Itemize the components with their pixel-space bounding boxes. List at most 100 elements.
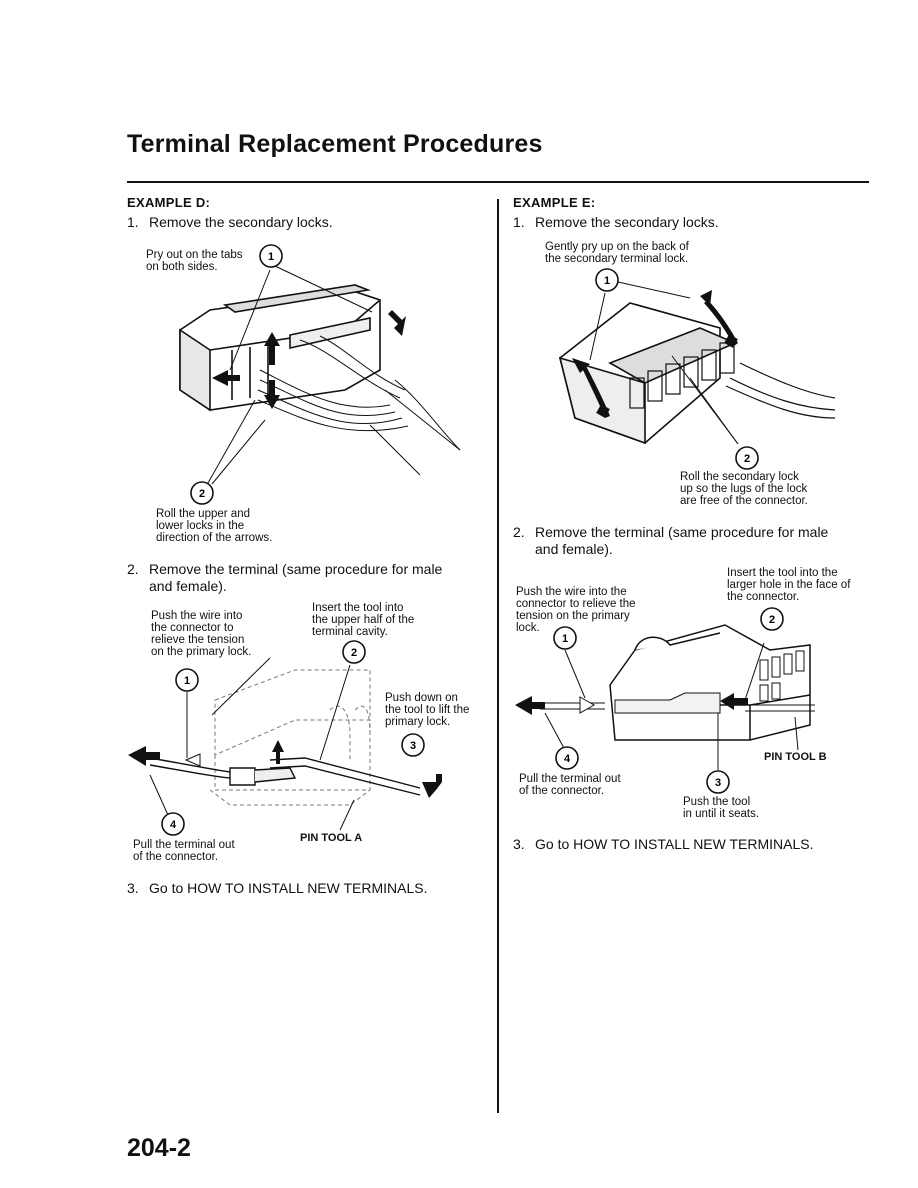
e-fig1-marker-2: 2 [735, 446, 759, 470]
caption-line: Gently pry up on the back of [545, 241, 689, 253]
caption-line: the upper half of the [312, 614, 415, 626]
e-fig2-callout-2: Insert the tool into the larger hole in … [727, 567, 850, 603]
d-fig2-callout-3: Push down on the tool to lift the primar… [385, 692, 469, 728]
page-title: Terminal Replacement Procedures [127, 130, 543, 158]
e-fig2-marker-2: 2 [760, 607, 784, 631]
step-number: 1. [513, 214, 525, 230]
caption-line: direction of the arrows. [156, 532, 273, 544]
d-fig2-marker-4: 4 [161, 812, 185, 836]
svg-text:4: 4 [564, 753, 571, 765]
d-fig2-marker-2: 2 [342, 640, 366, 664]
svg-text:3: 3 [410, 740, 416, 752]
caption-line: larger hole in the face of [727, 579, 851, 591]
svg-text:2: 2 [744, 453, 750, 465]
caption-line: Push the wire into the [516, 586, 627, 598]
caption-line: connector to relieve the [516, 598, 636, 610]
d-fig1-marker-1: 1 [259, 244, 283, 268]
caption-line: Push the wire into [151, 610, 243, 622]
caption-line: on both sides. [146, 261, 218, 273]
caption-line: the tool to lift the [385, 704, 470, 716]
e-fig1-connector-illustration: 1 2 [558, 268, 836, 470]
example-e-step-1: 1. Remove the secondary locks. [513, 214, 719, 231]
e-fig2-marker-4: 4 [555, 746, 579, 770]
svg-text:3: 3 [715, 777, 721, 789]
step-number: 2. [513, 524, 525, 540]
svg-text:2: 2 [769, 614, 775, 626]
d-fig1-callout-2: Roll the upper and lower locks in the di… [156, 508, 272, 544]
svg-text:1: 1 [604, 275, 610, 287]
example-e-heading: EXAMPLE E: [513, 195, 596, 210]
step-number: 2. [127, 561, 139, 577]
caption-line: Pull the terminal out [133, 839, 235, 851]
example-d-step-1: 1. Remove the secondary locks. [127, 214, 333, 231]
caption-line: Insert the tool into [312, 602, 404, 614]
example-e-step-2: 2. Remove the terminal (same procedure fo… [513, 524, 828, 558]
svg-text:2: 2 [199, 488, 205, 500]
step-text: and female). [149, 578, 227, 594]
e-fig2-marker-1: 1 [553, 626, 577, 650]
svg-text:1: 1 [268, 251, 274, 263]
svg-text:1: 1 [184, 675, 190, 687]
page-number: 204-2 [127, 1134, 191, 1162]
d-fig2-callout-1: Push the wire into the connector to reli… [151, 610, 251, 658]
d-pin-tool-label: PIN TOOL A [300, 832, 363, 844]
step-text: and female). [535, 541, 613, 557]
caption-line: relieve the tension [151, 634, 245, 646]
e-fig1-marker-1: 1 [595, 268, 619, 292]
caption-line: Roll the secondary lock [680, 471, 799, 483]
step-text: Remove the secondary locks. [149, 214, 333, 230]
d-fig1-connector-illustration: 1 2 [179, 244, 461, 505]
column-divider [497, 199, 499, 1113]
svg-text:4: 4 [170, 819, 177, 831]
header-rule [127, 181, 869, 183]
example-e-step-3: 3. Go to HOW TO INSTALL NEW TERMINALS. [513, 836, 814, 853]
caption-line: Roll the upper and [156, 508, 250, 520]
svg-text:2: 2 [351, 647, 357, 659]
example-d-heading: EXAMPLE D: [127, 195, 211, 210]
step-number: 3. [513, 836, 525, 852]
step-number: 3. [127, 880, 139, 896]
caption-line: of the connector. [519, 785, 605, 797]
caption-line: the secondary terminal lock. [545, 253, 689, 265]
e-fig2-callout-1: Push the wire into the connector to reli… [516, 586, 636, 634]
caption-line: the connector. [727, 591, 800, 603]
e-fig2-pin-tool-illustration: 1 2 3 4 [515, 607, 815, 794]
example-d-step-3: 3. Go to HOW TO INSTALL NEW TERMINALS. [127, 880, 428, 897]
step-text: Remove the terminal (same procedure for … [149, 561, 443, 577]
e-fig2-callout-4: Pull the terminal out of the connector. [519, 773, 621, 797]
caption-line: Insert the tool into the [727, 567, 838, 579]
caption-line: lower locks in the [156, 520, 245, 532]
caption-line: Pull the terminal out [519, 773, 621, 785]
d-fig2-pin-tool-illustration: 1 2 3 4 [128, 640, 442, 836]
d-fig2-callout-4: Pull the terminal out of the connector. [133, 839, 235, 863]
caption-line: on the primary lock. [151, 646, 252, 658]
d-fig1-callout-1: Pry out on the tabs on both sides. [146, 249, 243, 273]
step-text: Go to HOW TO INSTALL NEW TERMINALS. [535, 836, 814, 852]
example-d-step-2: 2. Remove the terminal (same procedure fo… [127, 561, 442, 595]
e-pin-tool-label: PIN TOOL B [764, 751, 827, 763]
caption-line: Pry out on the tabs [146, 249, 243, 261]
d-fig1-marker-2: 2 [190, 481, 214, 505]
caption-line: tension on the primary [516, 610, 630, 622]
caption-line: of the connector. [133, 851, 219, 863]
d-fig2-callout-2: Insert the tool into the upper half of t… [312, 602, 414, 638]
e-fig1-callout-2: Roll the secondary lock up so the lugs o… [680, 471, 808, 507]
caption-line: lock. [516, 622, 540, 634]
d-fig2-marker-3: 3 [401, 733, 425, 757]
caption-line: terminal cavity. [312, 626, 388, 638]
caption-line: up so the lugs of the lock [680, 483, 808, 495]
step-number: 1. [127, 214, 139, 230]
step-text: Remove the secondary locks. [535, 214, 719, 230]
caption-line: are free of the connector. [680, 495, 808, 507]
e-fig2-callout-3: Push the tool in until it seats. [683, 796, 759, 820]
caption-line: Push down on [385, 692, 458, 704]
step-text: Remove the terminal (same procedure for … [535, 524, 829, 540]
caption-line: in until it seats. [683, 808, 760, 820]
caption-line: primary lock. [385, 716, 451, 728]
step-text: Go to HOW TO INSTALL NEW TERMINALS. [149, 880, 428, 896]
d-fig2-marker-1: 1 [175, 668, 199, 692]
e-fig1-callout-1: Gently pry up on the back of the seconda… [545, 241, 689, 265]
svg-text:1: 1 [562, 633, 568, 645]
caption-line: Push the tool [683, 796, 751, 808]
caption-line: the connector to [151, 622, 234, 634]
